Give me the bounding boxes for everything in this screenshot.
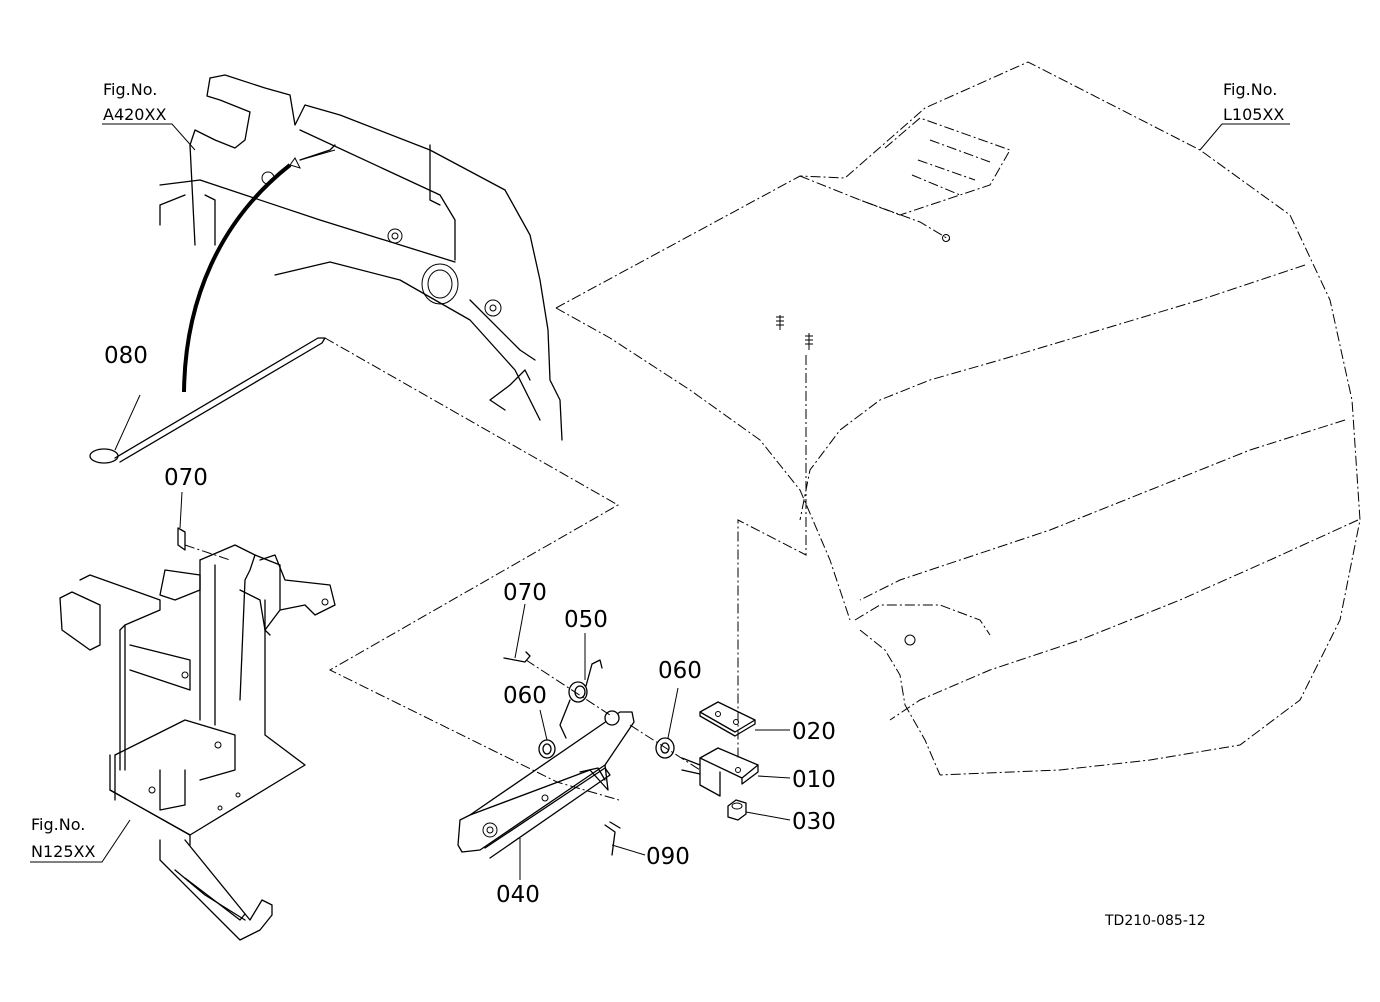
part-label-090: 090 bbox=[646, 844, 690, 870]
leader-lines bbox=[30, 123, 1290, 880]
pedal-040 bbox=[457, 710, 635, 859]
reference-l105: Fig.No. L105XX bbox=[1223, 80, 1284, 124]
pin-090 bbox=[604, 821, 621, 856]
pin-070-right bbox=[503, 651, 611, 716]
bracket-n125 bbox=[59, 544, 336, 941]
reference-n125: Fig.No. N125XX bbox=[31, 815, 95, 861]
nut-030 bbox=[727, 799, 747, 821]
ref-a420-line1: Fig.No. bbox=[103, 80, 157, 99]
spring-050 bbox=[559, 659, 603, 739]
part-label-060-right: 060 bbox=[658, 658, 702, 684]
cable-080 bbox=[182, 149, 336, 393]
washer-060-right bbox=[629, 724, 701, 771]
ref-n125-line2: N125XX bbox=[31, 842, 95, 861]
part-label-040: 040 bbox=[496, 882, 540, 908]
part-label-020: 020 bbox=[792, 719, 836, 745]
frame-panel-a420 bbox=[159, 74, 563, 441]
ref-a420-line2: A420XX bbox=[103, 105, 166, 124]
bracket-010 bbox=[681, 747, 759, 797]
ref-l105-line1: Fig.No. bbox=[1223, 80, 1277, 99]
rod-080 bbox=[89, 337, 620, 801]
fender-outline bbox=[555, 61, 1361, 776]
pin-070-left bbox=[177, 527, 231, 561]
part-label-010: 010 bbox=[792, 767, 836, 793]
part-label-030: 030 bbox=[792, 809, 836, 835]
reference-a420: Fig.No. A420XX bbox=[103, 80, 166, 124]
washer-060-left bbox=[538, 739, 556, 759]
drawing-code: TD210-085-12 bbox=[1104, 913, 1206, 929]
ref-n125-line1: Fig.No. bbox=[31, 815, 85, 834]
fender-bolt bbox=[737, 315, 813, 760]
ref-l105-line2: L105XX bbox=[1223, 105, 1284, 124]
part-label-080: 080 bbox=[104, 343, 148, 369]
plate-020 bbox=[699, 701, 756, 737]
part-label-070-right: 070 bbox=[503, 580, 547, 606]
part-label-070-left: 070 bbox=[164, 465, 208, 491]
part-label-050: 050 bbox=[564, 607, 608, 633]
part-label-060-left: 060 bbox=[503, 683, 547, 709]
